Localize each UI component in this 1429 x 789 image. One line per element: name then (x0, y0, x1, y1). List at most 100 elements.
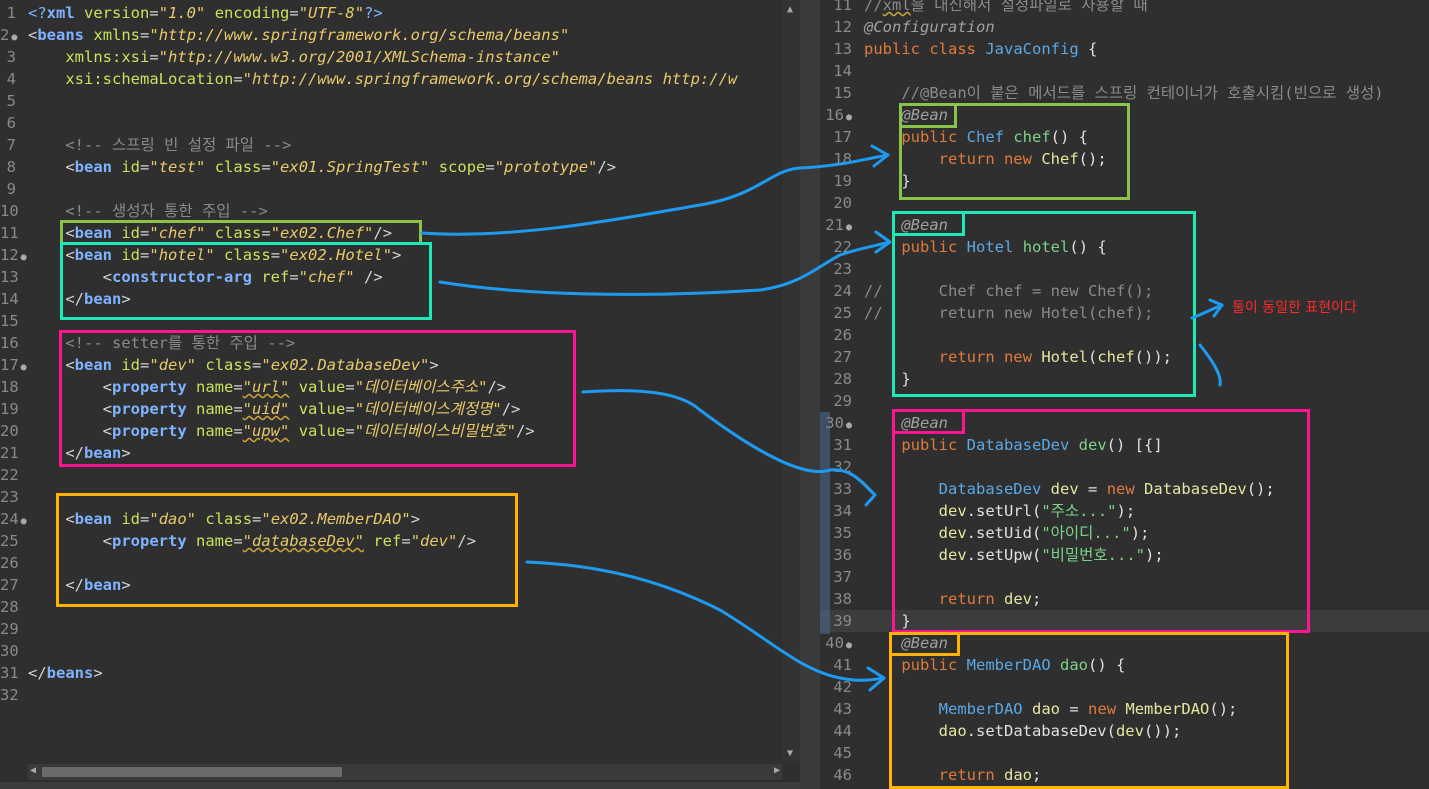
code-line[interactable]: 35 dev.setUid("아이디..."); (820, 522, 1429, 544)
code-line[interactable]: 12@Configuration (820, 16, 1429, 38)
code-line[interactable]: 29 (0, 618, 780, 640)
code-line[interactable]: 17 public Chef chef() { (820, 126, 1429, 148)
code-line[interactable]: 31 </beans> (0, 662, 780, 684)
fold-toggle-icon[interactable]: ● (845, 420, 852, 431)
code-line[interactable]: 14 (820, 60, 1429, 82)
code-line[interactable]: 30● @Bean (820, 412, 1429, 434)
gutter-change-marker (820, 412, 830, 634)
code-line[interactable]: 11 <bean id="chef" class="ex02.Chef"/> (0, 222, 780, 244)
code-line[interactable]: 24// Chef chef = new Chef(); (820, 280, 1429, 302)
scroll-right-icon[interactable]: ▶ (773, 765, 780, 776)
code-line[interactable]: 2●<beans xmlns="http://www.springframewo… (0, 24, 780, 46)
fold-toggle-icon[interactable]: ● (11, 32, 18, 43)
code-line[interactable]: 15 //@Bean이 붙은 메서드를 스프링 컨테이너가 호출시킴(빈으로 생… (820, 82, 1429, 104)
code-line[interactable]: 21 </bean> (0, 442, 780, 464)
pane-divider[interactable] (800, 0, 820, 789)
code-line[interactable]: 33 DatabaseDev dev = new DatabaseDev(); (820, 478, 1429, 500)
code-line[interactable]: 16 <!-- setter를 통한 주입 --> (0, 332, 780, 354)
code-line[interactable]: 22 public Hotel hotel() { (820, 236, 1429, 258)
code-line[interactable]: 26 (820, 324, 1429, 346)
code-line[interactable]: 29 (820, 390, 1429, 412)
horizontal-scroll-thumb[interactable] (42, 767, 342, 777)
line-number: 22 (0, 466, 19, 484)
code-line[interactable]: 41 public MemberDAO dao() { (820, 654, 1429, 676)
code-line[interactable]: 19 } (820, 170, 1429, 192)
code-line[interactable]: 26 (0, 552, 780, 574)
code-line[interactable]: 19 <property name="uid" value="데이터베이스계정명… (0, 398, 780, 420)
code-line[interactable]: 25// return new Hotel(chef); (820, 302, 1429, 324)
code-line[interactable]: 45 (820, 742, 1429, 764)
code-line[interactable]: 28 (0, 596, 780, 618)
fold-toggle-icon[interactable]: ● (20, 516, 27, 527)
code-line[interactable]: 39 } (820, 610, 1429, 632)
code-line[interactable]: 37 (820, 566, 1429, 588)
code-line[interactable]: 43 MemberDAO dao = new MemberDAO(); (820, 698, 1429, 720)
code-line[interactable]: 42 (820, 676, 1429, 698)
code-line[interactable]: 34 dev.setUrl("주소..."); (820, 500, 1429, 522)
code-line[interactable]: 21● @Bean (820, 214, 1429, 236)
code-line[interactable]: 28 } (820, 368, 1429, 390)
code-line[interactable]: 36 dev.setUpw("비밀번호..."); (820, 544, 1429, 566)
code-line[interactable]: 8 <bean id="test" class="ex01.SpringTest… (0, 156, 780, 178)
code-line[interactable]: 14 </bean> (0, 288, 780, 310)
code-line[interactable]: 15 (0, 310, 780, 332)
fold-toggle-icon[interactable]: ● (845, 112, 852, 123)
fold-toggle-icon[interactable]: ● (845, 640, 852, 651)
code-line[interactable]: 27 </bean> (0, 574, 780, 596)
code-line[interactable]: 23 (0, 486, 780, 508)
vertical-scrollbar[interactable]: ▲ ▼ (783, 0, 800, 764)
code-line[interactable]: 46 return dao; (820, 764, 1429, 786)
code-line[interactable]: 1<?xml version="1.0" encoding="UTF-8"?> (0, 2, 780, 24)
line-number: 23 (833, 260, 852, 278)
scroll-left-icon[interactable]: ◀ (30, 765, 37, 776)
code-line[interactable]: 40● @Bean (820, 632, 1429, 654)
code-line[interactable]: 24● <bean id="dao" class="ex02.MemberDAO… (0, 508, 780, 530)
code-line[interactable]: 11//xml을 대신해서 설정파일로 사용할 때 (820, 0, 1429, 16)
line-number: 15 (0, 312, 19, 330)
line-number: 12 (833, 18, 852, 36)
scroll-down-icon[interactable]: ▼ (787, 748, 794, 759)
line-number: 16● (825, 106, 852, 124)
fold-toggle-icon[interactable]: ● (845, 222, 852, 233)
line-number: 45 (833, 744, 852, 762)
code-line[interactable]: 5 (0, 90, 780, 112)
line-number: 39 (833, 612, 852, 630)
code-line[interactable]: 10 <!-- 생성자 통한 주입 --> (0, 200, 780, 222)
code-line[interactable]: 7 <!-- 스프링 빈 설정 파일 --> (0, 134, 780, 156)
code-line[interactable]: 17● <bean id="dev" class="ex02.DatabaseD… (0, 354, 780, 376)
code-line[interactable]: 32 (0, 684, 780, 706)
fold-toggle-icon[interactable]: ● (20, 252, 27, 263)
horizontal-scrollbar[interactable]: ◀ ▶ (28, 764, 782, 780)
code-line[interactable]: 4 xsi:schemaLocation="http://www.springf… (0, 68, 780, 90)
code-line[interactable]: 25 <property name="databaseDev" ref="dev… (0, 530, 780, 552)
code-line[interactable]: 20 <property name="upw" value="데이터베이스비밀번… (0, 420, 780, 442)
code-line[interactable]: 23 (820, 258, 1429, 280)
code-line[interactable]: 12● <bean id="hotel" class="ex02.Hotel"> (0, 244, 780, 266)
line-number: 20 (0, 422, 19, 440)
code-text: MemberDAO dao = new MemberDAO(); (938, 700, 1238, 718)
code-text: </bean> (28, 576, 131, 594)
line-number: 13 (833, 40, 852, 58)
code-line[interactable]: 18 <property name="url" value="데이터베이스주소"… (0, 376, 780, 398)
fold-toggle-icon[interactable]: ● (20, 362, 27, 373)
arrow-equivalent-down (1198, 343, 1222, 387)
code-line[interactable]: 9 (0, 178, 780, 200)
code-line[interactable]: 22 (0, 464, 780, 486)
code-line[interactable]: 3 xmlns:xsi="http://www.w3.org/2001/XMLS… (0, 46, 780, 68)
code-line[interactable]: 16● @Bean (820, 104, 1429, 126)
code-text: <bean id="chef" class="ex02.Chef"/> (28, 224, 393, 242)
code-text: </beans> (28, 664, 103, 682)
code-line[interactable]: 38 return dev; (820, 588, 1429, 610)
code-line[interactable]: 6 (0, 112, 780, 134)
code-line[interactable]: 20 (820, 192, 1429, 214)
code-text: <property name="url" value="데이터베이스주소"/> (28, 378, 507, 396)
code-line[interactable]: 44 dao.setDatabaseDev(dev()); (820, 720, 1429, 742)
code-line[interactable]: 27 return new Hotel(chef()); (820, 346, 1429, 368)
code-line[interactable]: 18 return new Chef(); (820, 148, 1429, 170)
code-line[interactable]: 31 public DatabaseDev dev() [{] (820, 434, 1429, 456)
scroll-up-icon[interactable]: ▲ (787, 4, 794, 15)
code-line[interactable]: 13 <constructor-arg ref="chef" /> (0, 266, 780, 288)
line-number: 31 (0, 664, 19, 682)
code-line[interactable]: 30 (0, 640, 780, 662)
